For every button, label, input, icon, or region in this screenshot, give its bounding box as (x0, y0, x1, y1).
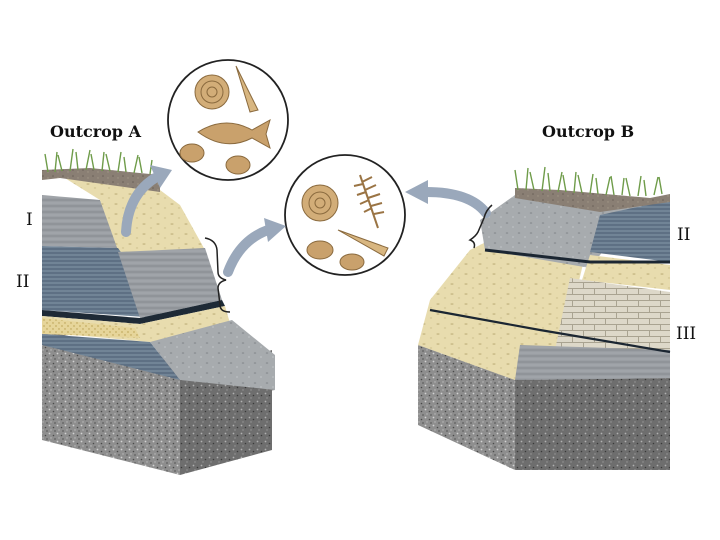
fern-leaf-fossil-icon (353, 174, 385, 229)
outcrop-a-layer-dotted (42, 318, 140, 338)
outcrop-b-block (418, 166, 671, 470)
trilobite-fossil-icon (225, 155, 251, 175)
outcrop-b-bracket (468, 204, 493, 249)
arrow-a-to-fossils (121, 165, 172, 237)
trilobite-fossil-icon (179, 143, 205, 163)
ammonite-fossil-icon (194, 74, 230, 110)
outcrop-b-boundary-2 (429, 308, 671, 354)
outcrop-b-layer-shale (590, 200, 670, 262)
outcrop-a-block (42, 148, 275, 475)
outcrop-a-layer-label-ii: II (16, 272, 30, 292)
fish-fossil-icon (197, 118, 271, 150)
arrow-b-bracket-to-shared (405, 180, 491, 218)
fossil-circle-a (167, 59, 289, 181)
arrow-a-bracket-to-shared (223, 218, 286, 277)
outcrop-b-layer-label-ii: II (677, 225, 691, 245)
fossil-circle-shared (284, 154, 406, 276)
outcrop-b-grass (514, 166, 663, 197)
turritella-shell-icon (235, 65, 259, 113)
outcrop-a-layer-shale-wedge (42, 334, 180, 380)
outcrop-b-soil (515, 188, 670, 212)
outcrop-b-layer-sandstone-right (582, 255, 670, 290)
outcrop-b-bedrock-front (418, 345, 515, 470)
outcrop-a-layer-siltstone-lower (150, 320, 275, 390)
outcrop-b-layer-label-iii: III (676, 324, 697, 344)
outcrop-b-bedrock-side (515, 378, 670, 470)
outcrop-a-bracket (204, 237, 231, 313)
outcrop-a-grass (44, 148, 153, 175)
outcrop-a-title: Outcrop A (50, 122, 141, 141)
outcrop-a-layer-black-band (42, 300, 225, 324)
outcrop-b-layer-limestone (555, 278, 670, 350)
turritella-shell-icon (337, 229, 389, 257)
ammonite-fossil-icon (301, 184, 339, 222)
outcrop-a-layer-siltstone-step (118, 248, 222, 318)
outcrop-a-soil (42, 168, 160, 192)
outcrop-b-boundary-1 (484, 248, 670, 264)
outcrop-a-bedrock-front (42, 330, 180, 475)
trilobite-fossil-icon (339, 253, 365, 271)
outcrop-a-layer-label-i: I (26, 210, 33, 230)
outcrop-b-layer-sandstone (418, 230, 590, 380)
trilobite-fossil-icon (306, 240, 334, 260)
outcrop-b-title: Outcrop B (542, 122, 635, 141)
outcrop-b-layer-lower-stripe (515, 345, 670, 380)
outcrop-a-layer-gray-stripe (42, 195, 118, 248)
